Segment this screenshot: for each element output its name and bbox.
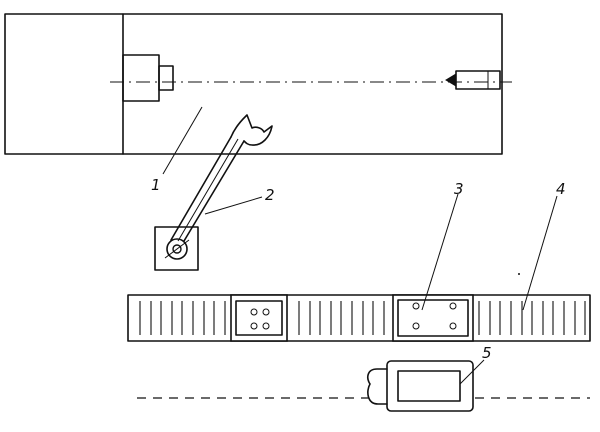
leader-3 bbox=[421, 193, 459, 311]
tailstock-center bbox=[445, 73, 457, 87]
callout-3: 3 bbox=[454, 180, 464, 198]
bolt-hole bbox=[412, 322, 420, 330]
rack-body bbox=[127, 294, 591, 342]
spindle-nose bbox=[158, 65, 174, 91]
tailstock-quill bbox=[455, 70, 501, 90]
wrench-holder-plate bbox=[154, 226, 199, 271]
carriage-nose bbox=[367, 368, 388, 405]
leader-5 bbox=[459, 359, 485, 385]
bolt-hole bbox=[412, 302, 420, 310]
conveyor-rack bbox=[127, 294, 591, 342]
leader-1 bbox=[162, 106, 203, 175]
bolt-hole bbox=[250, 322, 258, 330]
leader-lines bbox=[162, 106, 558, 385]
wrench bbox=[154, 114, 273, 271]
lathe bbox=[4, 13, 512, 155]
bolt-hole bbox=[449, 322, 457, 330]
bolt-hole bbox=[250, 308, 258, 316]
callout-5: 5 bbox=[482, 344, 492, 362]
wrench-handle-edge-a bbox=[183, 140, 245, 242]
mounting-plate-right bbox=[392, 294, 474, 342]
chuck bbox=[122, 54, 160, 102]
wrench-jaw bbox=[230, 114, 273, 146]
leader-2 bbox=[204, 196, 263, 215]
wrench-pivot-ring bbox=[166, 238, 188, 260]
callout-4: 4 bbox=[556, 180, 566, 198]
carriage-body bbox=[386, 360, 474, 412]
callout-2: 2 bbox=[265, 186, 275, 204]
track-carriage bbox=[137, 360, 590, 412]
bolt-hole bbox=[262, 322, 270, 330]
carriage-window bbox=[397, 370, 461, 402]
lathe-bed bbox=[4, 13, 503, 155]
rack-teeth bbox=[139, 301, 586, 335]
bolt-hole bbox=[262, 308, 270, 316]
leader-4 bbox=[522, 195, 558, 311]
callout-1: 1 bbox=[151, 176, 161, 194]
wrench-handle-edge-b bbox=[170, 136, 232, 241]
bolt-hole bbox=[449, 302, 457, 310]
mounting-plate-left bbox=[230, 294, 288, 342]
wrench-pivot-pin bbox=[172, 244, 182, 254]
tailstock bbox=[445, 70, 501, 90]
